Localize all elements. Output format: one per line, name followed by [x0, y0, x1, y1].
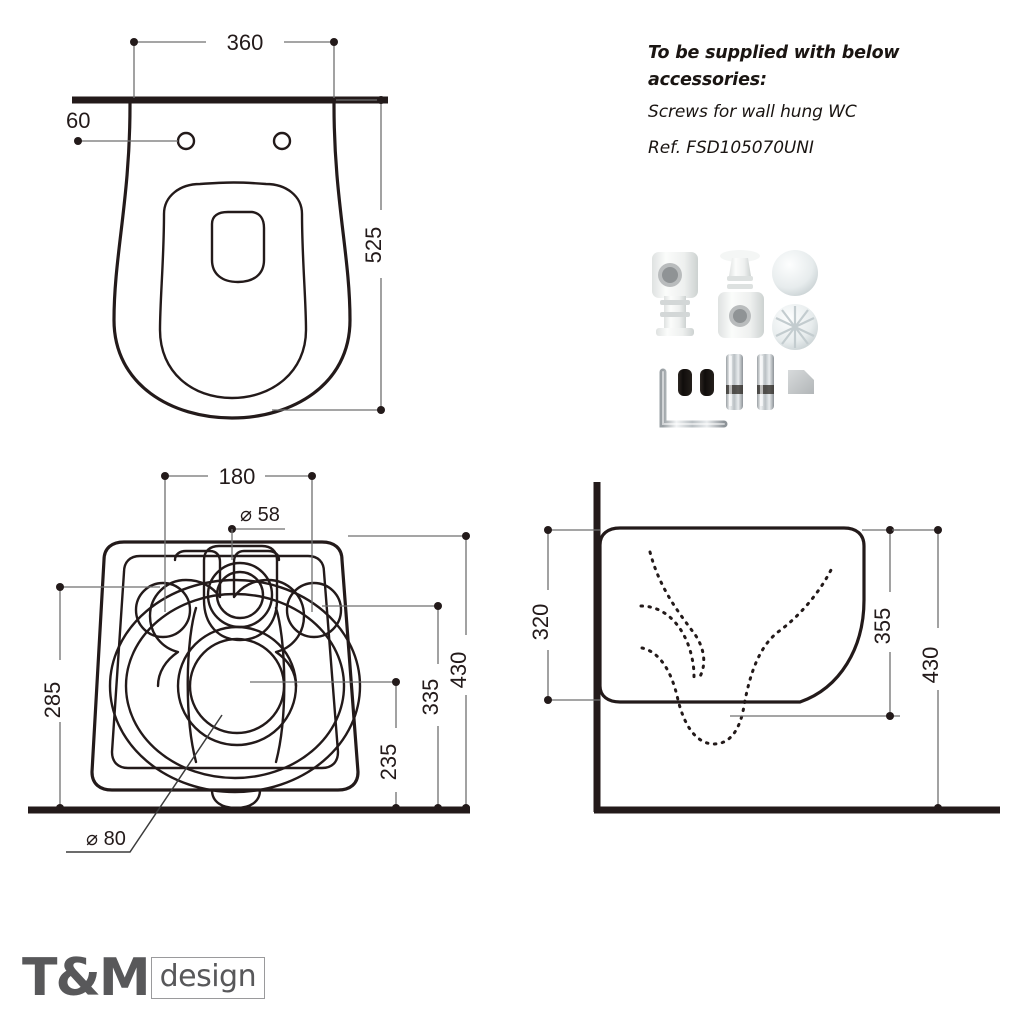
side-trap-dotted-3 [640, 566, 834, 746]
logo-word-box: design [150, 957, 266, 999]
rear-left-boss [148, 549, 222, 688]
top-seat-rim [158, 181, 308, 400]
dim-355-label: 355 [870, 608, 895, 645]
top-flush-aperture [210, 210, 266, 284]
dim-285: 285 [40, 583, 160, 812]
dim-430-rear: 430 [348, 532, 471, 812]
accessory-grey-cover-cap [788, 370, 814, 394]
side-bowl-profile [598, 526, 866, 704]
accessory-chrome-bolt-2 [757, 354, 774, 410]
dim-80: ⌀ 80 [66, 714, 223, 853]
dim-360: 360 [130, 30, 338, 98]
rear-bottom-lug [210, 788, 262, 810]
top-bowl-outline [112, 98, 352, 420]
dim-430-rear-label: 430 [446, 652, 471, 689]
accessory-allen-key [659, 368, 728, 428]
dim-180: 180 [161, 464, 316, 612]
top-fixing-hole-right [272, 131, 292, 151]
note-heading-line-1: To be supplied with below [648, 43, 900, 63]
dim-235-label: 235 [376, 744, 401, 781]
note-body-line-2: Ref. FSD105070UNI [648, 138, 814, 158]
dim-60-label: 60 [66, 108, 90, 133]
dim-58-label: ⌀ 58 [240, 504, 280, 526]
accessory-wall-fixing-socket-right [718, 250, 764, 338]
accessory-rubber-grommet-1 [678, 369, 692, 396]
accessory-rubber-grommet-2 [700, 369, 714, 396]
dim-235: 235 [250, 678, 401, 812]
dim-320-label: 320 [528, 604, 553, 641]
brand-logo: T&M design [22, 948, 266, 1008]
rear-fixing-hole-left [134, 581, 192, 639]
dim-525: 525 [272, 96, 386, 414]
dim-525-label: 525 [361, 227, 386, 264]
view-rear-elevation: 180 ⌀ 58 ⌀ 80 285 [28, 464, 471, 853]
dim-430-side-label: 430 [918, 647, 943, 684]
top-fixing-hole-left [176, 131, 196, 151]
rear-outlet-circle-inner [188, 637, 286, 735]
logo-word-text: design [159, 959, 257, 994]
note-heading-line-2: accessories: [648, 70, 767, 90]
view-top-plan: 360 60 525 [66, 30, 388, 420]
view-side-elevation: 320 355 430 [528, 482, 1000, 814]
accessory-round-cap-smooth [772, 250, 818, 296]
accessory-round-cap-ribbed [772, 304, 818, 350]
logo-mark-text: T&M [22, 948, 151, 1008]
dim-355: 355 [730, 526, 900, 720]
dim-180-label: 180 [219, 464, 256, 489]
dim-335: 335 [322, 602, 443, 812]
rear-fixing-hole-right [285, 581, 343, 639]
dim-80-label: ⌀ 80 [86, 828, 126, 850]
accessory-chrome-bolt-1 [726, 354, 743, 410]
side-trap-dotted-2 [639, 604, 696, 680]
rear-outlet-ring-inner [124, 592, 346, 780]
side-trap-dotted-1 [648, 550, 706, 682]
rear-outlet-ring-outer [108, 578, 362, 794]
note-body-line-1: Screws for wall hung WC [648, 102, 857, 122]
rear-outlet-chord-left [186, 606, 198, 764]
accessories-note-block: To be supplied with below accessories: S… [648, 40, 968, 166]
dim-430-side: 430 [892, 526, 943, 812]
rear-outlet-circle-outer [176, 625, 298, 747]
dim-60: 60 [66, 108, 178, 145]
rear-outlet-chord-right [274, 606, 286, 764]
dim-285-label: 285 [40, 682, 65, 719]
dim-58: ⌀ 58 [228, 504, 285, 560]
accessories-photo [652, 250, 818, 428]
rear-inner-profile [110, 554, 340, 770]
accessory-wall-fixing-socket-left [652, 252, 698, 336]
dim-320: 320 [528, 526, 600, 704]
dim-360-label: 360 [227, 30, 264, 55]
dim-335-label: 335 [418, 679, 443, 716]
rear-outer-profile [90, 540, 360, 792]
